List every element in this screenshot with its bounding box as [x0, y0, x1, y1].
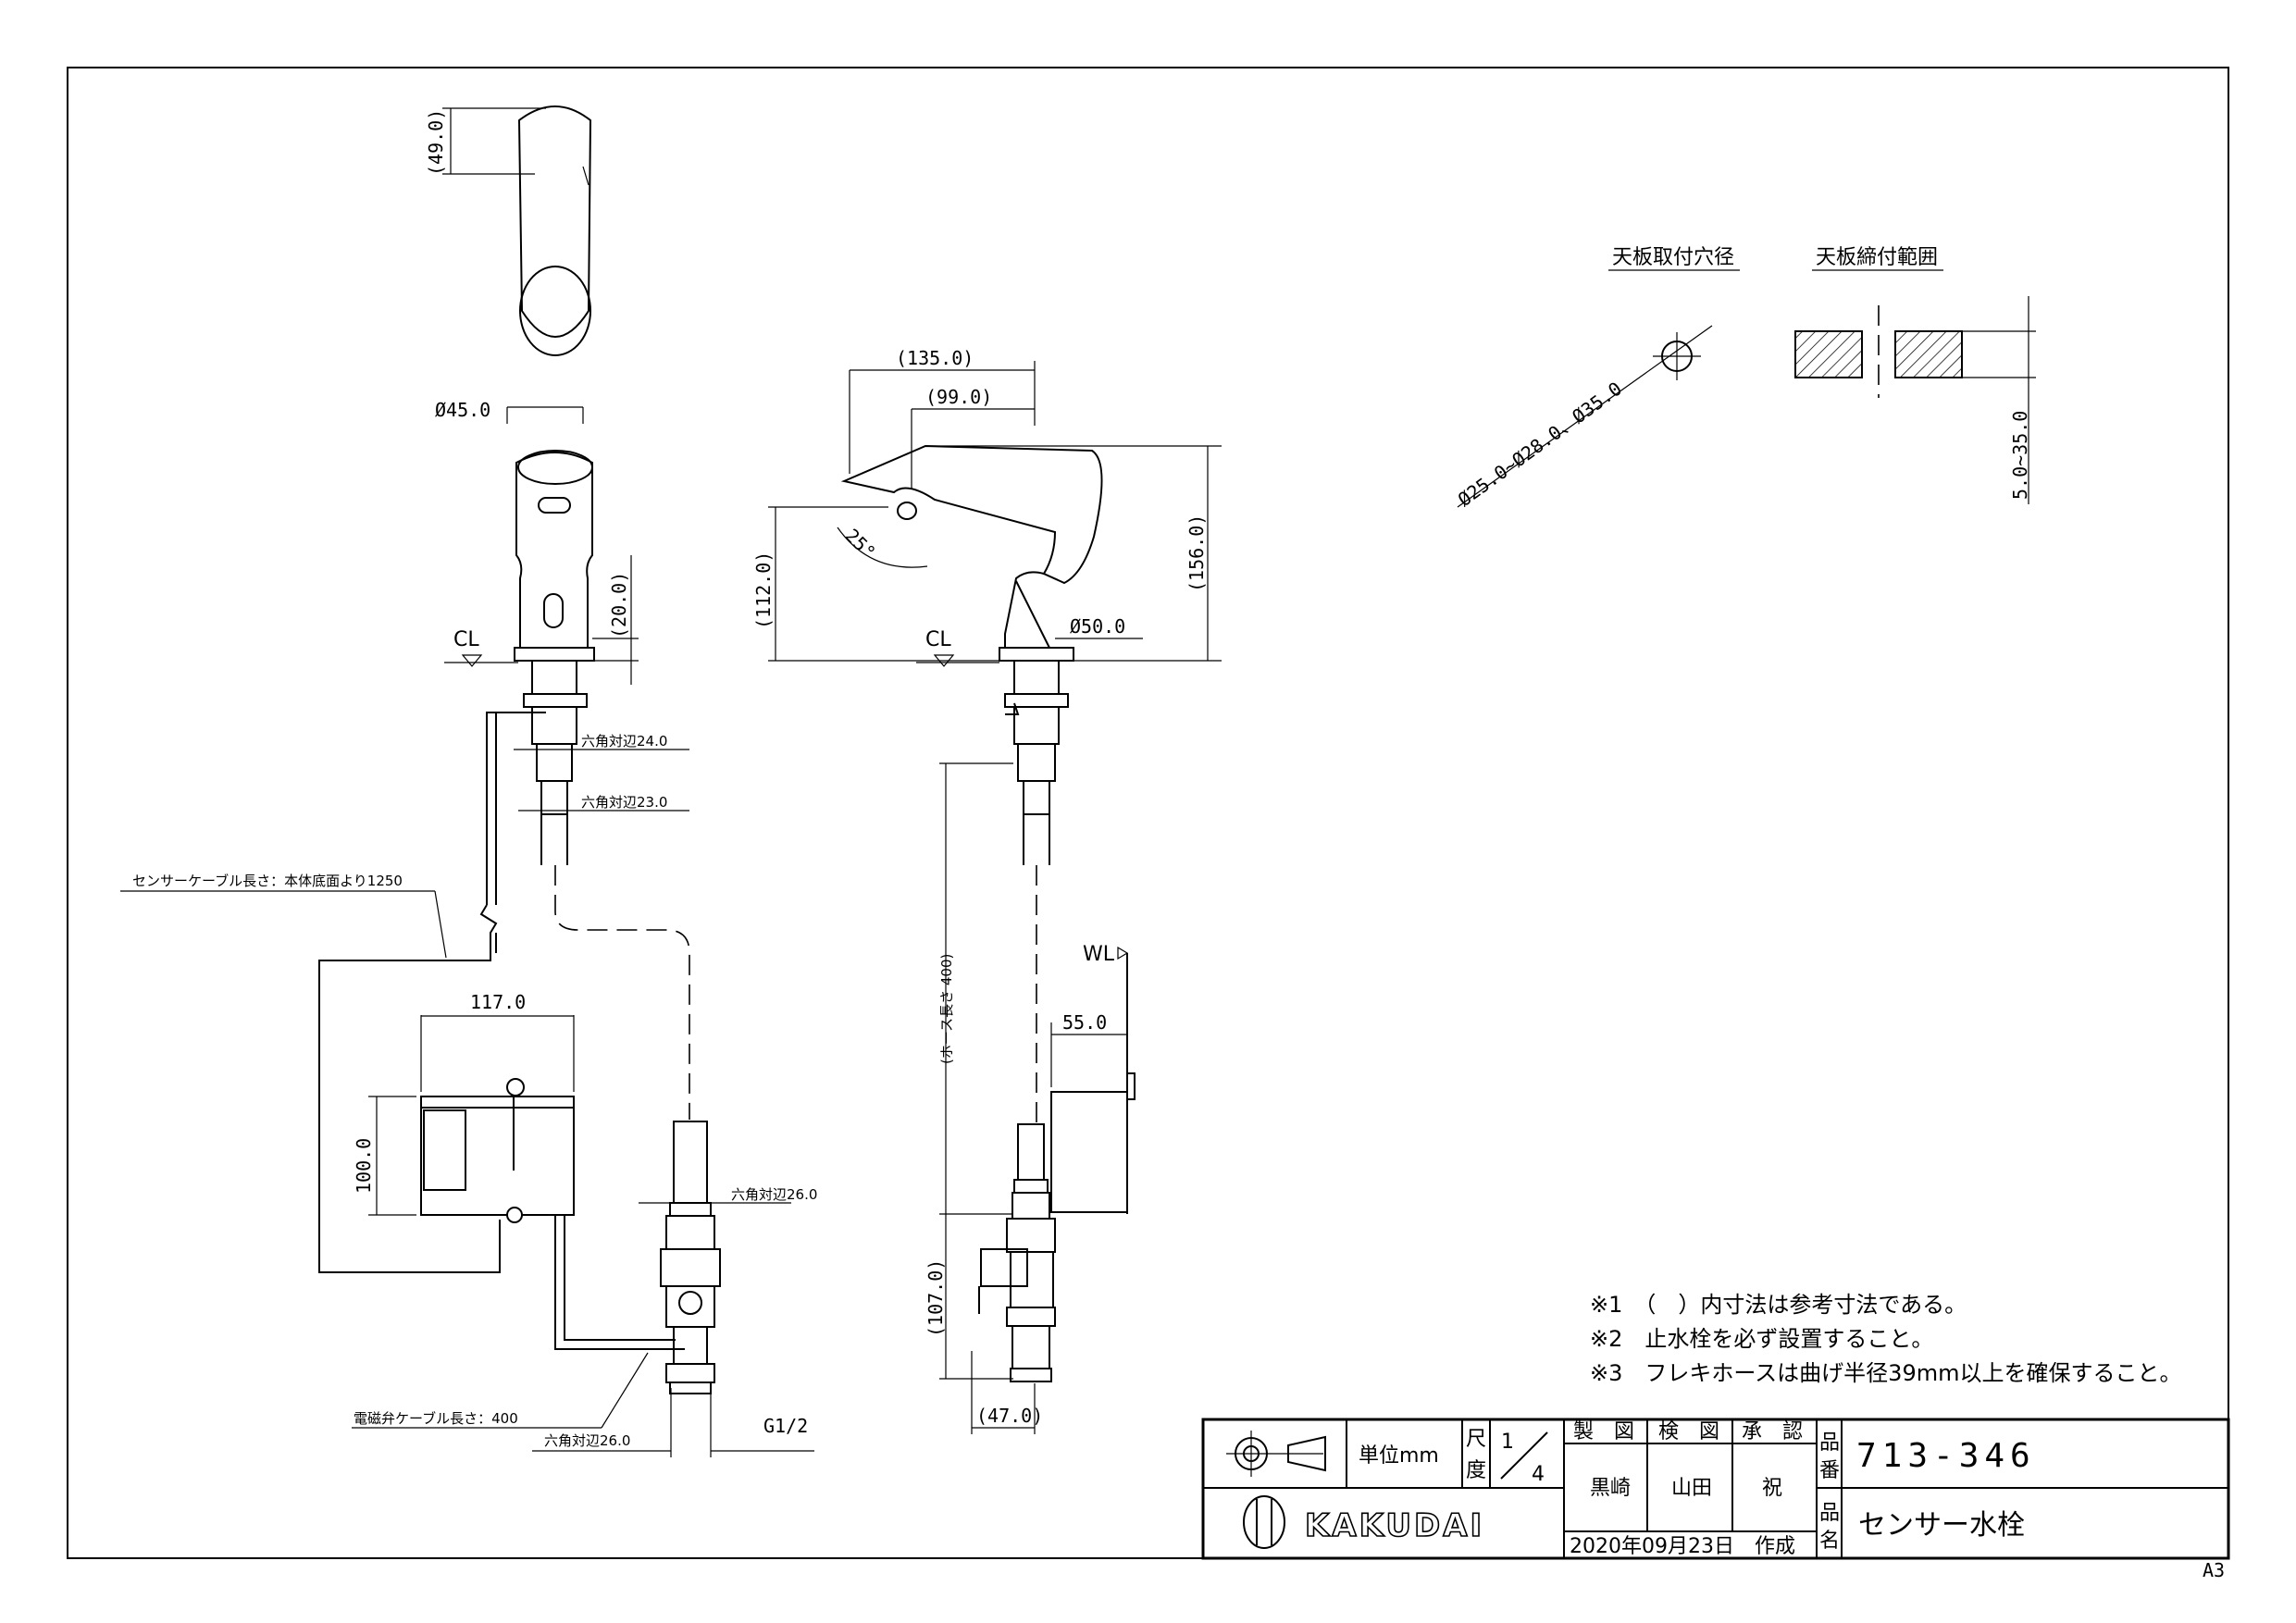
dim-135: (135.0): [896, 347, 974, 369]
logo-text: KAKUDAI: [1305, 1507, 1484, 1544]
drawn-by: 黒崎: [1590, 1477, 1631, 1500]
checked-header: 検 図: [1658, 1420, 1719, 1443]
detail-title-range: 天板締付範囲: [1816, 246, 1938, 269]
dim-hose: (ホース長さ 400): [938, 954, 955, 1064]
dim-50: Ø50.0: [1070, 615, 1125, 638]
scale-num: 1: [1501, 1431, 1514, 1454]
dim-hex26b: 六角対辺26.0: [544, 1432, 630, 1449]
dim-49: (49.0): [425, 109, 447, 176]
scale-den: 4: [1532, 1463, 1545, 1486]
detail-title-hole: 天板取付穴径: [1612, 246, 1734, 269]
dim-hex24: 六角対辺24.0: [581, 733, 667, 750]
valve-cable-label: 電磁弁ケーブル長さ：400: [354, 1410, 518, 1427]
wl-label: WL: [1083, 943, 1115, 966]
drawn-header: 製 図: [1573, 1420, 1634, 1443]
sheet-border: [67, 67, 2229, 1559]
scale-label-1: 尺: [1466, 1428, 1486, 1451]
dim-107: (107.0): [925, 1259, 947, 1337]
dim-angle: 25°: [840, 525, 880, 564]
dim-20: (20.0): [608, 572, 630, 638]
part-name: センサー水栓: [1858, 1509, 2025, 1542]
part-name-label-1: 品: [1819, 1502, 1840, 1525]
cl-label-front: CL: [453, 628, 479, 651]
dim-99: (99.0): [925, 386, 992, 408]
faucet-top-view: (49.0): [425, 105, 592, 356]
part-number: 713-346: [1856, 1437, 2036, 1475]
dim-117: 117.0: [470, 991, 526, 1013]
dim-112: (112.0): [752, 551, 775, 629]
dim-45: Ø45.0: [435, 399, 490, 421]
detail-range: 天板締付範囲 5.0~35.0: [1794, 246, 2036, 504]
created-date: 2020年09月23日 作成: [1570, 1535, 1795, 1558]
dim-100: 100.0: [353, 1138, 375, 1194]
approved-by: 祝: [1762, 1477, 1782, 1500]
title-block: 単位mm 尺 度 1 4 製 図 検 図 承 認 黒崎 山田 祝 2020年09…: [1201, 1418, 2230, 1560]
part-no-label-1: 品: [1819, 1431, 1840, 1455]
sensor-cable-label: センサーケーブル長さ：本体底面より1250: [132, 873, 403, 889]
approved-header: 承 認: [1742, 1420, 1803, 1443]
part-no-label-2: 番: [1819, 1459, 1840, 1482]
faucet-side-view: (135.0) (99.0) (112.0) (156.0) Ø50.0 25°…: [752, 347, 1222, 1434]
note-3: ※3 フレキホースは曲げ半径39mm以上を確保すること。: [1590, 1360, 2181, 1386]
dim-156: (156.0): [1185, 514, 1208, 592]
detail-hole: 天板取付穴径 Ø25.0~Ø28.0、Ø35.0: [1454, 246, 1740, 511]
part-name-label-2: 名: [1819, 1530, 1840, 1553]
dim-thick: 5.0~35.0: [2009, 411, 2031, 500]
note-1: ※1 （ ）内寸法は参考寸法である。: [1590, 1292, 1967, 1318]
notes: ※1 （ ）内寸法は参考寸法である。 ※2 止水栓を必ず設置すること。 ※3 フ…: [1590, 1292, 2181, 1386]
unit-label: 単位mm: [1359, 1444, 1439, 1468]
kakudai-logo: KAKUDAI: [1243, 1495, 1484, 1549]
dim-hex23: 六角対辺23.0: [581, 794, 667, 811]
checked-by: 山田: [1671, 1477, 1712, 1500]
dim-47: (47.0): [976, 1405, 1043, 1427]
dim-g12: G1/2: [763, 1415, 808, 1437]
sheet-size: A3: [2203, 1559, 2225, 1581]
cl-label-side: CL: [925, 628, 951, 651]
faucet-front-view: Ø45.0 (20.0) CL 六角対辺24.0 六角対辺23.0 セ: [120, 399, 817, 1457]
dim-hole: Ø25.0~Ø28.0、Ø35.0: [1454, 378, 1626, 511]
note-2: ※2 止水栓を必ず設置すること。: [1590, 1326, 1933, 1352]
scale-label-2: 度: [1466, 1459, 1486, 1482]
dim-hex26a: 六角対辺26.0: [731, 1186, 817, 1203]
dim-55: 55.0: [1062, 1011, 1107, 1034]
